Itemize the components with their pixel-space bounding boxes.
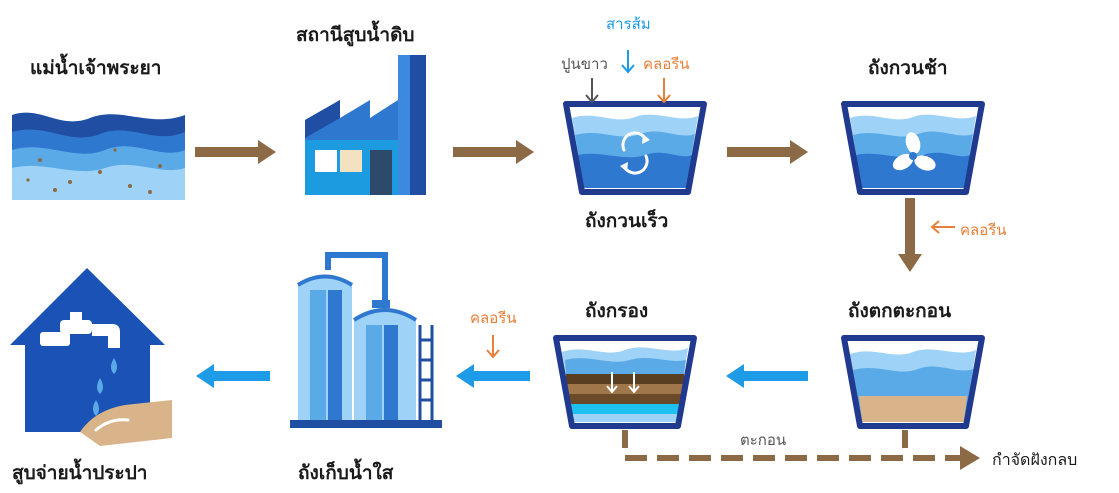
chemical-chlorine-label: คลอรีน	[643, 55, 690, 73]
sedimentation-tank-icon	[841, 335, 985, 429]
stage-label-clear-water: ถังเก็บน้ำใส	[298, 462, 394, 484]
stage-label-rapid-mix: ถังกวนเร็ว	[585, 210, 669, 232]
sludge-line	[622, 430, 980, 470]
stage-label-distribution: สูบจ่ายน้ำประปา	[12, 462, 148, 484]
chemical-alum-label: สารส้ม	[606, 15, 651, 33]
chemical-dose-arrows	[585, 50, 671, 104]
clear-water-tank-icon	[290, 252, 442, 428]
stage-label-sedimentation: ถังตกตะกอน	[848, 300, 952, 322]
river-icon	[12, 112, 185, 200]
filter-tank-icon	[553, 335, 697, 429]
flow-arrow	[456, 364, 530, 388]
flow-arrow	[195, 140, 276, 164]
stage-label-filter: ถังกรอง	[585, 300, 649, 322]
chemical-chlorine-label: คลอรีน	[960, 221, 1007, 239]
flow-arrow	[726, 364, 808, 388]
sludge-label: ตะกอน	[740, 431, 787, 449]
house-tap-icon	[10, 268, 172, 446]
flow-arrow	[196, 364, 270, 388]
flow-arrow	[453, 140, 534, 164]
stage-label-slow-mix: ถังกวนช้า	[868, 57, 948, 79]
chlorine-dose-arrow	[486, 335, 500, 359]
chemical-lime-label: ปูนขาว	[561, 55, 608, 73]
flow-arrow	[898, 198, 922, 272]
chemical-chlorine-label: คลอรีน	[470, 309, 517, 327]
flow-arrow	[727, 140, 808, 164]
factory-icon	[305, 55, 426, 195]
chlorine-dose-arrow	[930, 220, 955, 234]
slow-mix-tank-icon	[841, 101, 985, 195]
stage-label-river: แม่น้ำเจ้าพระยา	[30, 57, 162, 79]
rapid-mix-tank-icon	[563, 101, 707, 195]
sludge-destination-label: กำจัดฝังกลบ	[992, 450, 1078, 469]
stage-label-pump-station: สถานีสูบน้ำดิบ	[296, 24, 415, 46]
